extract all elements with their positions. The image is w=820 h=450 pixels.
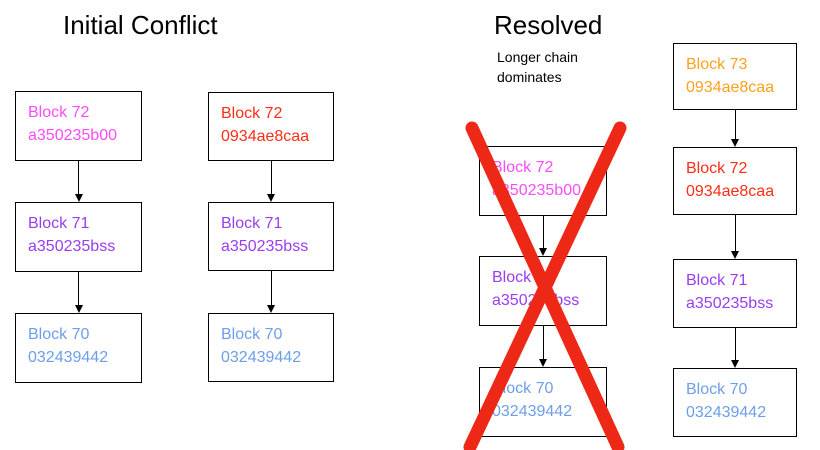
down-arrow-icon — [730, 110, 740, 147]
block-label: Block 73 — [686, 56, 748, 73]
block-hash: a350235bss — [221, 238, 309, 255]
down-arrow-icon — [538, 326, 548, 367]
chain-winning: Block 73 0934ae8caa Block 72 0934ae8caa … — [673, 43, 797, 437]
block-label: Block 70 — [28, 326, 90, 343]
down-arrow-icon — [74, 272, 84, 313]
red-x-cross-icon — [463, 121, 627, 450]
block-hash: a350235b00 — [28, 127, 117, 144]
block-box: Block 70 032439442 — [208, 313, 334, 382]
block-hash: a350235bss — [28, 238, 116, 255]
block-label: Block 72 — [28, 104, 90, 121]
block-label: Block 70 — [221, 326, 283, 343]
block-hash: a350235b00 — [492, 182, 581, 199]
down-arrow-icon — [266, 161, 276, 202]
block-hash: 0934ae8caa — [686, 79, 775, 96]
block-box: Block 71 a350235bss — [15, 202, 142, 272]
resolved-subtitle: Longer chain dominates — [497, 49, 578, 85]
block-box: Block 73 0934ae8caa — [673, 43, 797, 110]
down-arrow-icon — [538, 216, 548, 256]
down-arrow-icon — [74, 161, 84, 202]
down-arrow-icon — [730, 215, 740, 259]
block-box: Block 71 a350235bss — [208, 202, 334, 271]
block-box: Block 71 a350235bss — [673, 259, 797, 328]
block-hash: 0934ae8caa — [686, 183, 775, 200]
block-hash: a350235bss — [686, 295, 774, 312]
block-label: Block 72 — [686, 160, 748, 177]
block-hash: 032439442 — [492, 403, 573, 420]
chain-fork-a: Block 72 a350235b00 Block 71 a350235bss … — [15, 91, 142, 383]
block-label: Block 71 — [28, 215, 90, 232]
down-arrow-icon — [730, 328, 740, 368]
block-box: Block 72 a350235b00 — [15, 91, 142, 161]
block-label: Block 71 — [221, 215, 283, 232]
block-hash: 032439442 — [28, 349, 109, 366]
block-hash: 032439442 — [221, 349, 302, 366]
block-box: Block 72 0934ae8caa — [208, 92, 334, 161]
block-label: Block 70 — [492, 380, 554, 397]
block-hash: 032439442 — [686, 404, 767, 421]
block-box: Block 70 032439442 — [15, 313, 142, 383]
block-hash: 0934ae8caa — [221, 128, 310, 145]
block-label: Block 70 — [686, 381, 748, 398]
down-arrow-icon — [266, 271, 276, 313]
initial-conflict-title: Initial Conflict — [63, 10, 218, 40]
block-label: Block 72 — [492, 159, 554, 176]
chain-fork-b: Block 72 0934ae8caa Block 71 a350235bss … — [208, 92, 334, 382]
block-label: Block 71 — [686, 272, 748, 289]
block-label: Block 72 — [221, 105, 283, 122]
block-box: Block 70 032439442 — [673, 368, 797, 437]
block-box: Block 72 0934ae8caa — [673, 147, 797, 215]
resolved-title: Resolved — [494, 10, 603, 40]
